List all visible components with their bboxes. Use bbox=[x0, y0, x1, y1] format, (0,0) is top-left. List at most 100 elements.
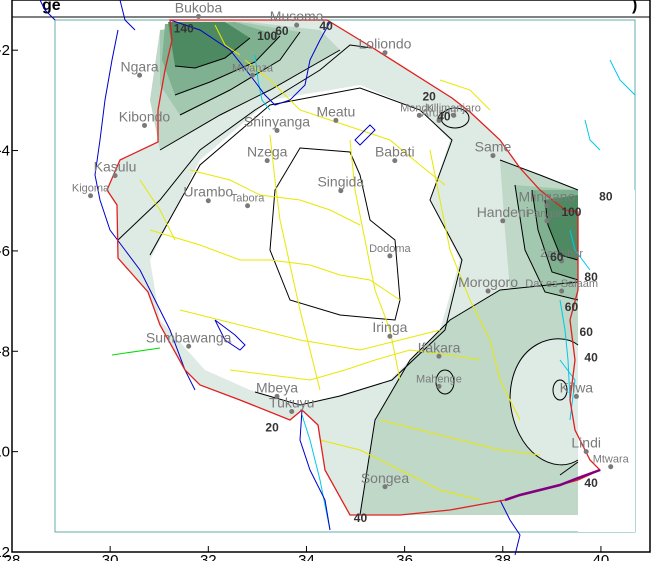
contour-value-label: 60 bbox=[275, 24, 289, 38]
city-dot bbox=[544, 203, 550, 209]
city-dot bbox=[392, 158, 398, 164]
city-dot bbox=[451, 112, 457, 118]
city-dot bbox=[490, 153, 496, 159]
city-dot bbox=[205, 198, 211, 204]
water-bodies bbox=[39, 0, 521, 556]
contour-60-nw bbox=[159, 49, 341, 151]
city-label: Nzega bbox=[247, 144, 288, 160]
city-dot bbox=[382, 484, 388, 490]
x-tick-label: 36 bbox=[396, 552, 413, 561]
contour-kilwa-loop bbox=[552, 379, 568, 401]
contour-100-nw bbox=[174, 35, 281, 96]
city-label: Dar es Salaam bbox=[525, 278, 598, 290]
city-dot bbox=[387, 333, 393, 339]
city-label: Mtwara bbox=[593, 454, 630, 466]
contour-40-kilwa-b bbox=[509, 399, 579, 466]
city-dot bbox=[137, 72, 143, 78]
city-dot bbox=[559, 288, 565, 294]
zone-se-kilwa-20-40 bbox=[510, 338, 578, 465]
city-label: Monduli bbox=[400, 102, 439, 114]
city-dot bbox=[559, 258, 565, 264]
city-dot bbox=[583, 449, 589, 455]
city-label: Iringa bbox=[372, 319, 407, 335]
contour-40-kilwa bbox=[509, 338, 579, 401]
contour-40-south bbox=[359, 281, 579, 516]
city-label: Shinyanga bbox=[244, 113, 310, 129]
city-dot bbox=[436, 117, 442, 123]
contour-40-mtwara bbox=[559, 461, 579, 476]
city-label: Songea bbox=[361, 470, 409, 486]
river-north bbox=[119, 0, 136, 31]
zone-nw-above-100 bbox=[168, 22, 250, 68]
city-label: Kilwa bbox=[560, 379, 594, 395]
southern-boundary bbox=[504, 468, 601, 502]
city-dot bbox=[112, 173, 118, 179]
contour-20-outer bbox=[149, 87, 463, 406]
city-dot bbox=[274, 127, 280, 133]
contour-40-east bbox=[499, 159, 579, 191]
city-label: Musoma bbox=[270, 8, 324, 24]
city-label: Mbeya bbox=[256, 379, 298, 395]
city-dot bbox=[608, 464, 614, 470]
x-tick-label: 30 bbox=[102, 552, 119, 561]
city-dot bbox=[436, 383, 442, 389]
contour-40-west bbox=[117, 44, 373, 241]
city-dot bbox=[195, 14, 201, 20]
contour-lines bbox=[117, 31, 579, 516]
city-label: Mahenge bbox=[416, 373, 462, 385]
contour-100-east bbox=[544, 199, 579, 261]
x-tick-label: 34 bbox=[298, 552, 315, 561]
city-dot bbox=[338, 188, 344, 194]
city-dot bbox=[186, 343, 192, 349]
city-dot bbox=[544, 218, 550, 224]
city-label: Morogoro bbox=[458, 274, 518, 290]
contour-value-label: 20 bbox=[422, 89, 436, 103]
lake-tanganyika-shore bbox=[94, 29, 196, 391]
city-dot bbox=[485, 288, 491, 294]
city-label: Kigoma bbox=[72, 183, 110, 195]
contour-kilimanjaro-loop bbox=[440, 107, 470, 129]
city-dot bbox=[245, 203, 251, 209]
city-label: Sumbawanga bbox=[146, 329, 232, 345]
city-dot bbox=[249, 72, 255, 78]
x-tick-label: 28 bbox=[4, 552, 21, 561]
contour-80-nw bbox=[179, 31, 301, 116]
city-label: Bukoba bbox=[175, 0, 223, 16]
contour-value-label: 20 bbox=[265, 421, 279, 435]
city-dot bbox=[88, 193, 94, 199]
city-label: Ifakara bbox=[418, 339, 461, 355]
contour-80-east bbox=[531, 189, 579, 281]
city-label: Meatu bbox=[316, 103, 355, 119]
x-tick-label: 38 bbox=[494, 552, 511, 561]
region-boundaries bbox=[139, 24, 541, 501]
city-dot bbox=[294, 22, 300, 28]
contour-mahenge-loop bbox=[435, 369, 455, 395]
contour-value-label: 80 bbox=[599, 190, 613, 204]
city-label: Babati bbox=[375, 144, 415, 160]
city-dot bbox=[274, 393, 280, 399]
city-label: Singida bbox=[317, 174, 364, 190]
city-label: Kilimanjaro bbox=[426, 102, 480, 114]
y-tick-label: -12 bbox=[0, 544, 10, 561]
contour-value-label: 100 bbox=[561, 205, 581, 219]
contour-value-label: 60 bbox=[565, 300, 579, 314]
contour-value-label: 80 bbox=[584, 270, 598, 284]
contour-value-label: 40 bbox=[354, 511, 368, 525]
y-tick-label: -4 bbox=[0, 143, 10, 160]
lake-nyasa-shore bbox=[299, 409, 331, 531]
map-title-right: ) bbox=[632, 0, 637, 14]
y-axis-ticks: -2-4-6-8-10-12 bbox=[0, 42, 18, 561]
contour-value-label: 60 bbox=[580, 325, 594, 339]
city-label: Lindi bbox=[571, 435, 601, 451]
contour-60-east bbox=[514, 184, 579, 301]
ocean-area bbox=[578, 190, 635, 532]
city-dot bbox=[416, 112, 422, 118]
city-dot bbox=[387, 253, 393, 259]
contour-value-label: 40 bbox=[584, 476, 598, 490]
city-label: Mwanza bbox=[232, 62, 274, 74]
lake-rukwa bbox=[214, 319, 246, 351]
